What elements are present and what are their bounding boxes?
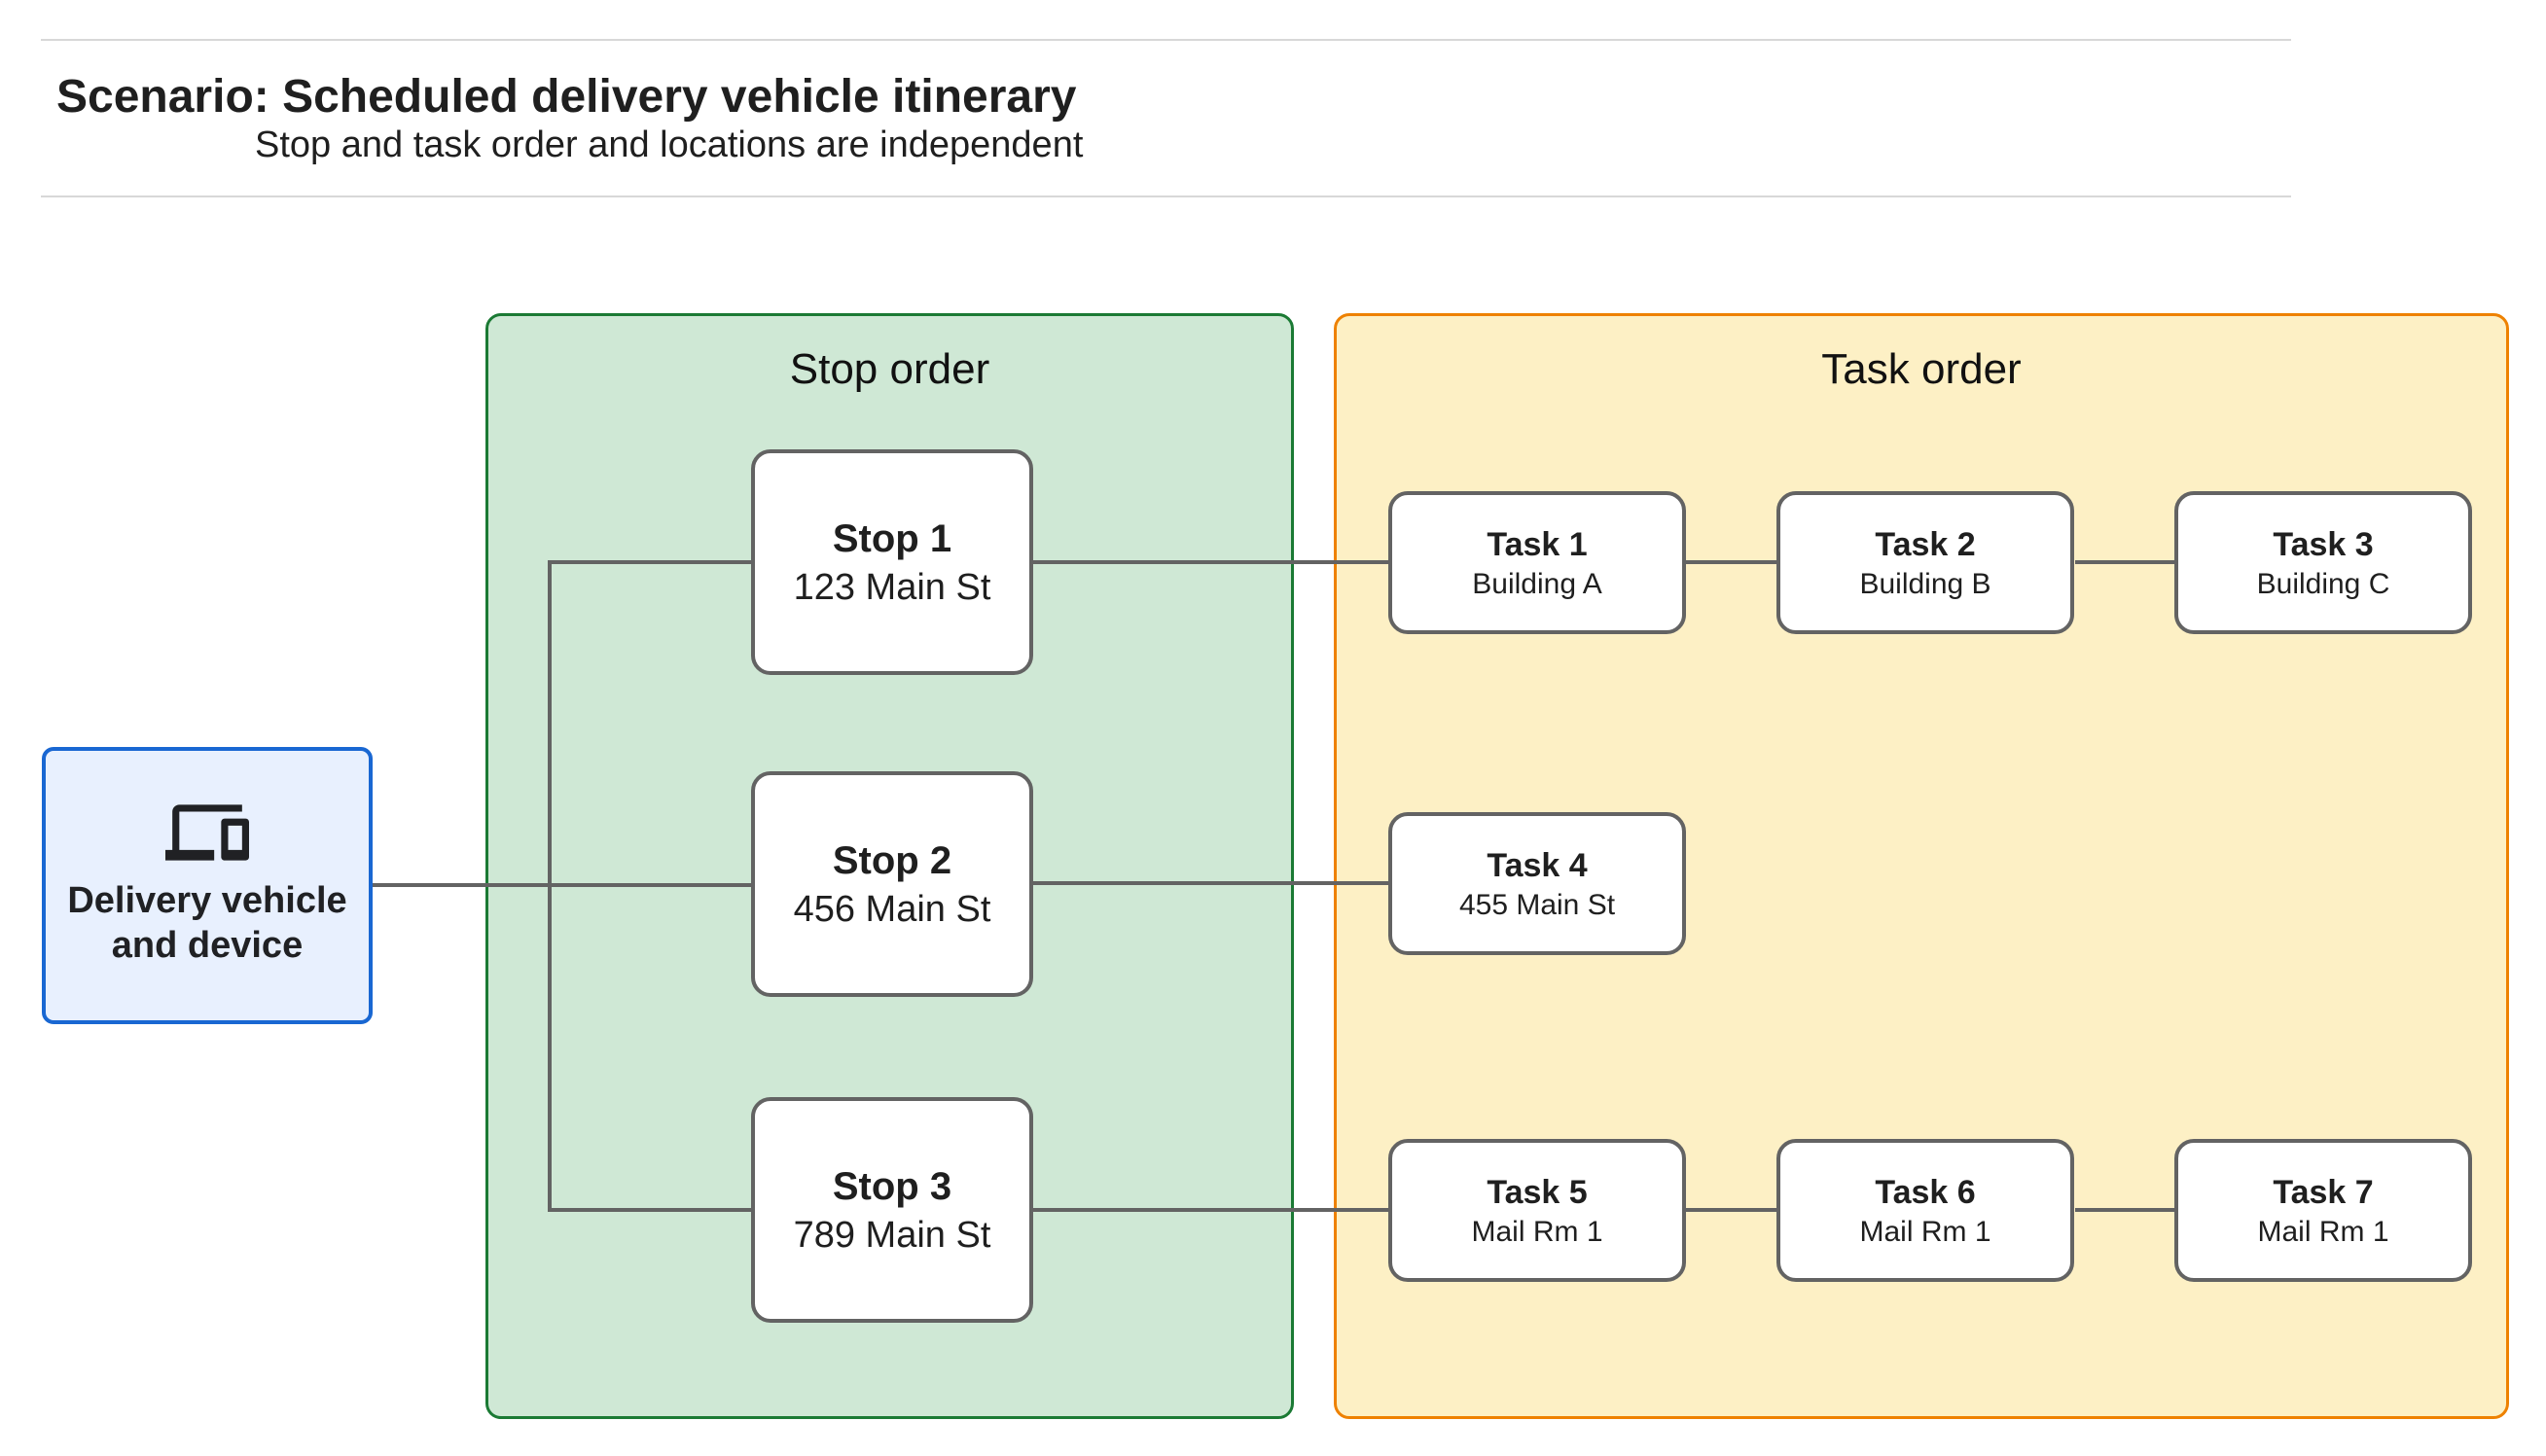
task-order-panel-title: Task order	[1821, 345, 2022, 393]
stop-3-address: 789 Main St	[793, 1215, 991, 1256]
task-7-title: Task 7	[2273, 1173, 2374, 1211]
task-6-title: Task 6	[1875, 1173, 1976, 1211]
connector-trunk-vertical	[548, 560, 552, 1212]
task-5-node: Task 5 Mail Rm 1	[1388, 1139, 1686, 1282]
task-3-title: Task 3	[2273, 525, 2374, 563]
stop-order-panel-title: Stop order	[789, 345, 990, 393]
connector-trunk-to-stop1	[548, 560, 751, 564]
task-2-location: Building B	[1859, 567, 1991, 600]
stop-3-node: Stop 3 789 Main St	[751, 1097, 1033, 1323]
page-title: Scenario: Scheduled delivery vehicle iti…	[56, 71, 1077, 123]
task-5-title: Task 5	[1487, 1173, 1588, 1211]
connector-task5-to-task6	[1686, 1208, 1776, 1212]
connector-stop3-to-task5	[1033, 1208, 1388, 1212]
connector-stop2-to-task4	[1033, 881, 1388, 885]
stop-1-title: Stop 1	[832, 517, 952, 560]
task-4-title: Task 4	[1487, 846, 1588, 884]
task-7-location: Mail Rm 1	[2257, 1215, 2389, 1248]
task-7-node: Task 7 Mail Rm 1	[2174, 1139, 2472, 1282]
task-4-location: 455 Main St	[1458, 888, 1616, 921]
stop-2-address: 456 Main St	[793, 889, 991, 930]
stop-3-title: Stop 3	[832, 1165, 952, 1208]
stop-1-address: 123 Main St	[793, 567, 991, 608]
stop-2-title: Stop 2	[832, 839, 952, 882]
task-5-location: Mail Rm 1	[1471, 1215, 1603, 1248]
task-3-node: Task 3 Building C	[2174, 491, 2472, 634]
connector-task2-to-task3	[2075, 560, 2174, 564]
task-4-node: Task 4 455 Main St	[1388, 812, 1686, 955]
task-6-location: Mail Rm 1	[1859, 1215, 1991, 1248]
stop-1-node: Stop 1 123 Main St	[751, 449, 1033, 675]
connector-source-to-stop2	[373, 883, 751, 887]
stop-2-node: Stop 2 456 Main St	[751, 771, 1033, 997]
connector-stop1-to-task1	[1033, 560, 1388, 564]
task-2-node: Task 2 Building B	[1776, 491, 2074, 634]
header-divider-top	[41, 39, 2291, 41]
delivery-vehicle-node: Delivery vehicle and device	[42, 747, 373, 1024]
connector-task1-to-task2	[1686, 560, 1776, 564]
devices-icon	[165, 791, 249, 874]
connector-task6-to-task7	[2075, 1208, 2174, 1212]
connector-trunk-to-stop3	[548, 1208, 751, 1212]
task-1-location: Building A	[1472, 567, 1602, 600]
task-3-location: Building C	[2256, 567, 2390, 600]
task-1-node: Task 1 Building A	[1388, 491, 1686, 634]
page-subtitle: Stop and task order and locations are in…	[255, 124, 1084, 165]
task-1-title: Task 1	[1487, 525, 1588, 563]
task-2-title: Task 2	[1875, 525, 1976, 563]
task-6-node: Task 6 Mail Rm 1	[1776, 1139, 2074, 1282]
header-divider-bottom	[41, 195, 2291, 197]
delivery-vehicle-label: Delivery vehicle and device	[67, 879, 347, 966]
